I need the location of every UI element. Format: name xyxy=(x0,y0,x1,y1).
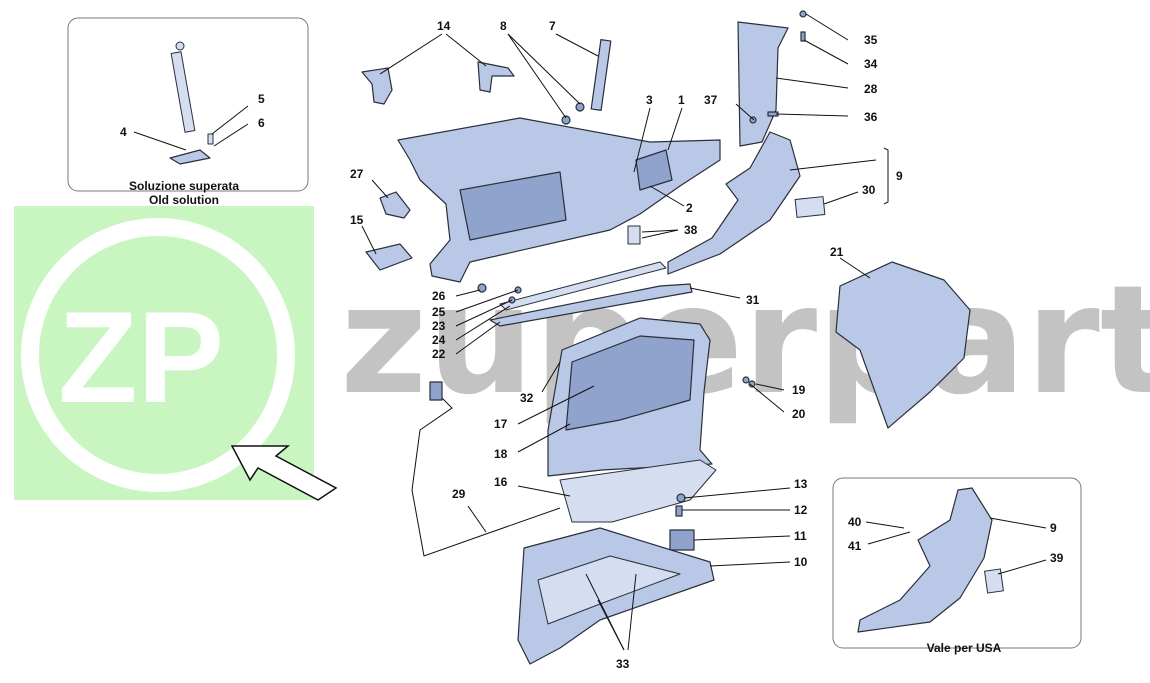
callout-13: 13 xyxy=(794,477,808,491)
callouts: 14 8 7 3 1 2 37 35 34 28 36 9 30 27 15 3… xyxy=(350,19,903,671)
callout-16: 16 xyxy=(494,475,508,489)
callout-12: 12 xyxy=(794,503,808,517)
cable-29 xyxy=(411,395,561,557)
usa-trim-panel xyxy=(857,487,993,633)
callout-21: 21 xyxy=(830,245,844,259)
callout-38: 38 xyxy=(684,223,698,237)
part-13 xyxy=(676,493,686,503)
leader-lines xyxy=(361,13,889,651)
rail-upper xyxy=(499,261,667,311)
callout-4: 4 xyxy=(120,125,127,139)
callout-31: 31 xyxy=(746,293,760,307)
bracket-14-right xyxy=(477,61,515,93)
callout-6: 6 xyxy=(258,116,265,130)
inset-old-solution: 4 5 6 Soluzione superata Old solution xyxy=(67,17,309,207)
bracket-14-left xyxy=(361,67,393,105)
callout-27: 27 xyxy=(350,167,364,181)
latch-2 xyxy=(635,149,673,191)
watermark-logo-text: ZP xyxy=(58,284,224,430)
old-screw xyxy=(207,133,214,145)
callout-26: 26 xyxy=(432,289,446,303)
callout-5: 5 xyxy=(258,92,265,106)
callout-36: 36 xyxy=(864,110,878,124)
screw-20 xyxy=(742,376,750,384)
label-30 xyxy=(794,196,826,218)
trim-panel-9 xyxy=(667,131,801,275)
watermark: ZP zuperparts xyxy=(14,206,1150,501)
cable-end xyxy=(429,381,443,401)
callout-37: 37 xyxy=(704,93,718,107)
glovebox-housing-opening xyxy=(459,171,567,241)
inset-old-caption-2: Old solution xyxy=(149,193,219,207)
callout-7: 7 xyxy=(549,19,556,33)
gas-strut-7 xyxy=(590,39,612,111)
callout-19: 19 xyxy=(792,383,806,397)
callout-9: 9 xyxy=(896,169,903,183)
callout-3: 3 xyxy=(646,93,653,107)
inset-usa-frame xyxy=(832,477,1082,649)
bracket-38 xyxy=(627,225,641,245)
nut-8a xyxy=(575,102,585,112)
screw-19 xyxy=(748,380,756,388)
callout-9-usa: 9 xyxy=(1050,521,1057,535)
callout-28: 28 xyxy=(864,82,878,96)
bracket-28 xyxy=(737,21,789,147)
part-27 xyxy=(379,191,411,219)
hinge-11 xyxy=(669,529,695,551)
callout-40: 40 xyxy=(848,515,862,529)
cover-21 xyxy=(835,261,971,429)
old-strut-eye xyxy=(175,41,185,51)
callout-29: 29 xyxy=(452,487,466,501)
parts xyxy=(361,10,971,665)
old-bracket xyxy=(169,149,211,165)
liner-16 xyxy=(559,459,717,523)
callout-11: 11 xyxy=(794,529,807,543)
inset-old-frame xyxy=(67,17,309,192)
nut-8b xyxy=(561,115,571,125)
screw-35 xyxy=(799,10,807,18)
callout-1: 1 xyxy=(678,93,685,107)
usa-label-plate xyxy=(984,568,1004,594)
callout-24: 24 xyxy=(432,333,446,347)
callout-17: 17 xyxy=(494,417,508,431)
callout-15: 15 xyxy=(350,213,364,227)
callout-25: 25 xyxy=(432,305,446,319)
callout-35: 35 xyxy=(864,33,878,47)
watermark-arrow-icon xyxy=(230,445,338,501)
screw-37 xyxy=(749,116,757,124)
callout-14: 14 xyxy=(437,19,451,33)
watermark-logo-ring xyxy=(21,218,295,492)
inset-old-caption-1: Soluzione superata xyxy=(129,179,239,193)
glovebox-door-panel xyxy=(537,555,681,625)
callout-32: 32 xyxy=(520,391,534,405)
old-gas-strut xyxy=(170,51,196,133)
switch-15 xyxy=(365,243,413,271)
callout-39: 39 xyxy=(1050,551,1064,565)
screw-34 xyxy=(800,31,806,42)
callout-23: 23 xyxy=(432,319,446,333)
callout-10: 10 xyxy=(794,555,808,569)
callout-2: 2 xyxy=(686,201,693,215)
watermark-text: zuperparts xyxy=(340,254,1150,428)
callout-30: 30 xyxy=(862,183,876,197)
callout-20: 20 xyxy=(792,407,806,421)
part-12 xyxy=(675,505,683,517)
callout-22: 22 xyxy=(432,347,446,361)
inset-usa: 40 41 9 39 Vale per USA xyxy=(832,477,1082,655)
callout-34: 34 xyxy=(864,57,878,71)
part-26 xyxy=(477,283,487,293)
callout-18: 18 xyxy=(494,447,508,461)
callout-41: 41 xyxy=(848,539,862,553)
inset-usa-caption: Vale per USA xyxy=(927,641,1002,655)
callout-33: 33 xyxy=(616,657,630,671)
callout-8: 8 xyxy=(500,19,507,33)
glovebox-tub-inner xyxy=(565,335,695,431)
